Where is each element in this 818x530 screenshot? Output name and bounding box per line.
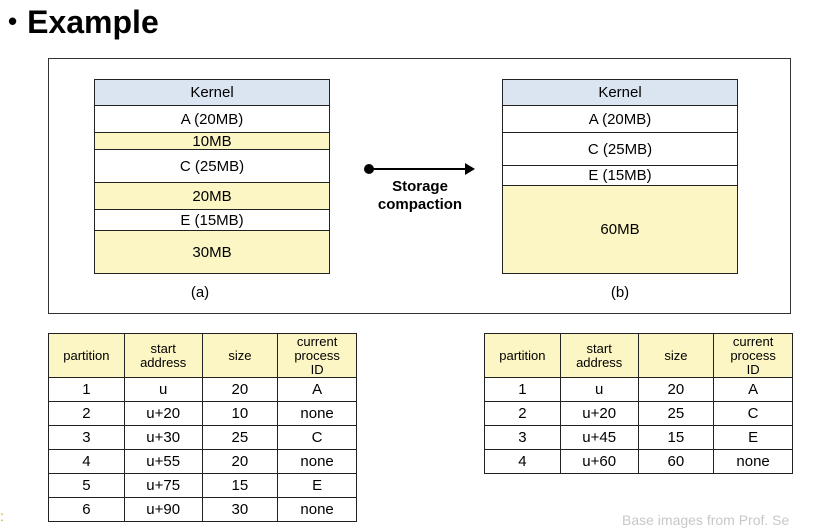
- table-cell: 2: [484, 401, 561, 426]
- arrow-start-icon: [364, 164, 374, 174]
- table-cell: 10: [201, 401, 279, 426]
- memory-segment: 20MB: [94, 182, 330, 210]
- table-cell: u+55: [123, 449, 203, 474]
- table-cell: 25: [201, 425, 279, 450]
- footer-credit: Base images from Prof. Se: [622, 512, 790, 528]
- table-cell: C: [277, 425, 357, 450]
- table-cell: 20: [637, 377, 715, 402]
- table-cell: 30: [201, 497, 279, 522]
- table-cell: 20: [201, 449, 279, 474]
- memory-segment: Kernel: [94, 79, 330, 106]
- table-cell: A: [713, 377, 793, 402]
- table-cell: u+30: [123, 425, 203, 450]
- arrow-label-line2: compaction: [377, 196, 463, 213]
- slide-title: • Example: [8, 4, 159, 41]
- table-cell: 4: [484, 449, 561, 474]
- header-size: size: [637, 333, 715, 378]
- table-cell: 25: [637, 401, 715, 426]
- memory-segment: 30MB: [94, 230, 330, 274]
- table-cell: u+75: [123, 473, 203, 498]
- table-cell: none: [277, 401, 357, 426]
- table-cell: u+90: [123, 497, 203, 522]
- memory-segment: Kernel: [502, 79, 738, 106]
- table-cell: 1: [484, 377, 561, 402]
- table-cell: 60: [637, 449, 715, 474]
- arrow-label: Storage compaction: [365, 178, 475, 214]
- table-cell: 1: [48, 377, 125, 402]
- table-cell: 20: [201, 377, 279, 402]
- table-cell: u: [123, 377, 203, 402]
- table-cell: C: [713, 401, 793, 426]
- caption-b: (b): [610, 284, 630, 301]
- table-cell: 6: [48, 497, 125, 522]
- table-cell: 15: [637, 425, 715, 450]
- table-cell: none: [277, 449, 357, 474]
- memory-segment: 10MB: [94, 132, 330, 150]
- arrow-label-line1: Storage: [392, 178, 448, 195]
- table-cell: 2: [48, 401, 125, 426]
- memory-segment: A (20MB): [94, 105, 330, 133]
- header-partition: partition: [484, 333, 561, 378]
- header-partition: partition: [48, 333, 125, 378]
- table-cell: A: [277, 377, 357, 402]
- table-cell: 3: [48, 425, 125, 450]
- diagram-frame: [48, 58, 791, 314]
- memory-segment: E (15MB): [502, 165, 738, 186]
- table-cell: u+20: [559, 401, 639, 426]
- arrow-line: [370, 168, 468, 170]
- memory-layout-a: Kernel A (20MB) 10MB C (25MB) 20MB E (15…: [94, 79, 330, 274]
- table-cell: u+20: [123, 401, 203, 426]
- table-cell: 3: [484, 425, 561, 450]
- memory-segment: 60MB: [502, 185, 738, 274]
- table-cell: u+60: [559, 449, 639, 474]
- memory-segment: C (25MB): [94, 149, 330, 183]
- memory-segment: A (20MB): [502, 105, 738, 133]
- memory-segment: C (25MB): [502, 132, 738, 166]
- table-cell: E: [713, 425, 793, 450]
- table-cell: 4: [48, 449, 125, 474]
- title-text: Example: [27, 4, 159, 40]
- memory-layout-b: Kernel A (20MB) C (25MB) E (15MB) 60MB: [502, 79, 738, 274]
- side-mark: :: [0, 508, 4, 524]
- bullet-icon: •: [8, 6, 18, 36]
- header-size: size: [201, 333, 279, 378]
- caption-a: (a): [190, 284, 210, 301]
- arrow-head-icon: [465, 163, 475, 175]
- memory-segment: E (15MB): [94, 209, 330, 231]
- table-cell: u: [559, 377, 639, 402]
- table-cell: 5: [48, 473, 125, 498]
- table-cell: u+45: [559, 425, 639, 450]
- table-cell: none: [277, 497, 357, 522]
- table-cell: E: [277, 473, 357, 498]
- table-cell: 15: [201, 473, 279, 498]
- table-cell: none: [713, 449, 793, 474]
